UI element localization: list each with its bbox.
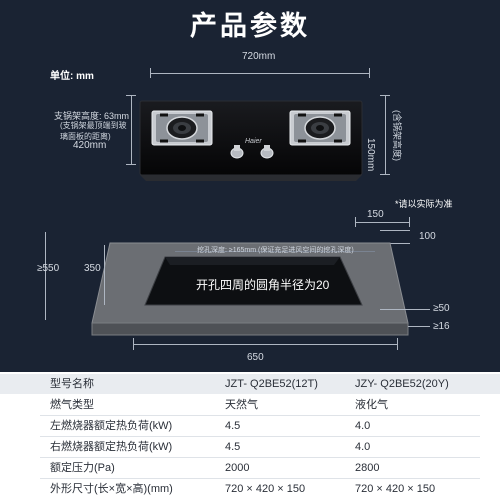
row-value-lpg: 4.0 xyxy=(355,420,371,432)
front-margin-line xyxy=(355,222,410,223)
right-burner xyxy=(289,110,351,146)
row-label: 额定压力(Pa) xyxy=(50,462,115,474)
support-height-label: 支锅架高度: 63mm xyxy=(54,111,130,121)
width-label: 720mm xyxy=(242,51,276,62)
row-divider xyxy=(40,436,480,437)
disclaimer-note: *请以实际为准 xyxy=(395,199,453,209)
row-divider xyxy=(40,415,480,416)
height-dimension-line xyxy=(385,95,386,175)
table-row: 左燃烧器额定热负荷(kW) 4.5 4.0 xyxy=(0,416,500,436)
row-value-ng: 4.5 xyxy=(225,441,241,453)
outer-depth-label: ≥550 xyxy=(37,263,60,274)
row-value-lpg: 4.0 xyxy=(355,441,371,453)
row-label: 右燃烧器额定热负荷(kW) xyxy=(50,441,173,453)
cutout-width-label: 650 xyxy=(247,352,264,363)
cutout-width-tick-left xyxy=(133,338,134,350)
row-value-lpg: 液化气 xyxy=(355,399,388,411)
row-label: 燃气类型 xyxy=(50,399,94,411)
header-model-lpg: JZY- Q2BE52(20Y) xyxy=(355,378,449,390)
depth-dimension-line xyxy=(131,95,132,165)
brand-logo: Haier xyxy=(245,138,262,145)
table-row: 右燃烧器额定热负荷(kW) 4.5 4.0 xyxy=(0,437,500,457)
left-burner xyxy=(151,110,213,146)
table-row: 额定压力(Pa) 2000 2800 xyxy=(0,458,500,478)
right-margin-line-bottom xyxy=(380,243,410,244)
table-header: 型号名称 JZT- Q2BE52(12T) JZY- Q2BE52(20Y) xyxy=(0,374,500,394)
side-gap-label: ≥50 xyxy=(433,303,450,314)
row-value-ng: 2000 xyxy=(225,462,250,474)
countertop-cutout-diagram xyxy=(91,242,409,336)
right-margin-line-top xyxy=(380,230,410,231)
row-value-ng: 720 × 420 × 150 xyxy=(225,483,306,495)
cutout-width-line xyxy=(133,344,398,345)
depth-dim-tick-top xyxy=(126,95,136,96)
cutout-depth-requirement: 挖孔深度: ≥165mm (保证充足进风空间的挖孔深度) xyxy=(197,247,354,254)
cutout-width-tick-right xyxy=(397,338,398,350)
header-model: 型号名称 xyxy=(50,378,94,390)
right-margin-label: 100 xyxy=(419,231,436,242)
row-value-lpg: 2800 xyxy=(355,462,380,474)
height-note: (含锅架高度) xyxy=(392,110,402,161)
corner-radius-note: 开孔四周的圆角半径为20 xyxy=(196,278,330,292)
thickness-line xyxy=(408,326,430,327)
side-gap-line xyxy=(380,309,430,310)
height-dim-tick-bottom xyxy=(380,174,390,175)
width-dimension-line xyxy=(150,73,370,74)
row-divider xyxy=(40,457,480,458)
page-title: 产品参数 xyxy=(190,11,310,41)
header-model-ng: JZT- Q2BE52(12T) xyxy=(225,378,318,390)
row-value-ng: 4.5 xyxy=(225,420,241,432)
width-dim-tick-right xyxy=(369,68,370,78)
row-label: 左燃烧器额定热负荷(kW) xyxy=(50,420,173,432)
depth-dim-tick-bottom xyxy=(126,164,136,165)
support-height-note: (支锅架最顶端到玻璃面板的距离) xyxy=(60,121,127,141)
front-margin-tick-left xyxy=(355,217,356,227)
row-value-ng: 天然气 xyxy=(225,399,258,411)
cutout-depth-line xyxy=(175,251,375,252)
table-row: 外形尺寸(长×宽×高)(mm) 720 × 420 × 150 720 × 42… xyxy=(0,479,500,499)
front-margin-tick-right xyxy=(409,217,410,227)
cutout-depth-label: 350 xyxy=(84,263,101,274)
width-dim-tick-left xyxy=(150,68,151,78)
cutout-depth-dim-line xyxy=(104,245,105,305)
right-knob xyxy=(260,145,274,159)
thickness-label: ≥16 xyxy=(433,321,450,332)
spec-table: 型号名称 JZT- Q2BE52(12T) JZY- Q2BE52(20Y) 燃… xyxy=(0,372,500,500)
table-row: 燃气类型 天然气 液化气 xyxy=(0,395,500,415)
outer-depth-line xyxy=(45,232,46,320)
row-value-lpg: 720 × 420 × 150 xyxy=(355,483,436,495)
height-dim-tick-top xyxy=(380,95,390,96)
unit-label: 单位: mm xyxy=(50,71,94,82)
row-label: 外形尺寸(长×宽×高)(mm) xyxy=(50,483,173,495)
row-divider xyxy=(40,478,480,479)
left-knob xyxy=(230,145,244,159)
cooktop-top-view xyxy=(139,100,363,181)
depth-label: 420mm xyxy=(73,140,107,151)
front-margin-label: 150 xyxy=(367,209,384,220)
